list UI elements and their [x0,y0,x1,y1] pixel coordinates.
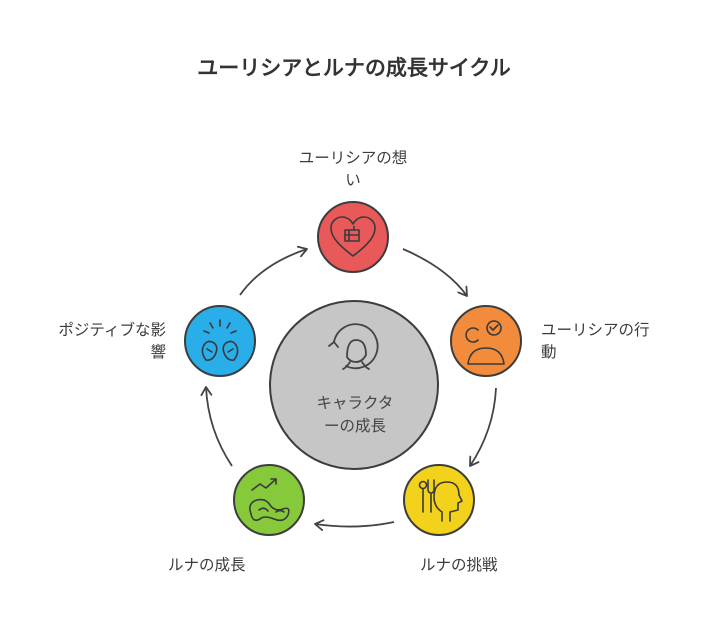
node-actions [450,305,522,377]
node-thoughts [317,201,389,273]
growth-chart-icon [249,478,290,522]
person-thinking-icon [465,320,505,365]
heart-box-icon [330,216,376,257]
head-utensils-icon [418,479,463,522]
face-cycle-icon [328,323,379,370]
arrow-challenge-to-growth [314,519,395,532]
node-challenge [403,464,475,536]
center-label-line1: キャラクタ [316,394,394,412]
arrow-influence-to-thoughts [239,245,308,296]
label-influence: ポジティブな影 響 [58,321,166,361]
arrow-growth-to-influence [200,386,233,467]
label-growth: ルナの成長 [168,556,246,574]
label-thoughts: ユーリシアの想 い [298,149,408,189]
node-influence [184,305,256,377]
label-actions: ユーリシアの行 動 [541,321,650,361]
hands-sparkle-icon [201,319,239,361]
center-label-line2: ーの成長 [323,417,386,435]
arrow-actions-to-challenge [469,387,497,467]
label-challenge: ルナの挑戦 [420,556,498,574]
node-growth [233,464,305,536]
center-label: キャラクタ ーの成長 [288,392,422,438]
center-node [269,300,439,470]
arrow-thoughts-to-actions [402,248,468,297]
diagram-title: ユーリシアとルナの成長サイクル [197,56,511,80]
